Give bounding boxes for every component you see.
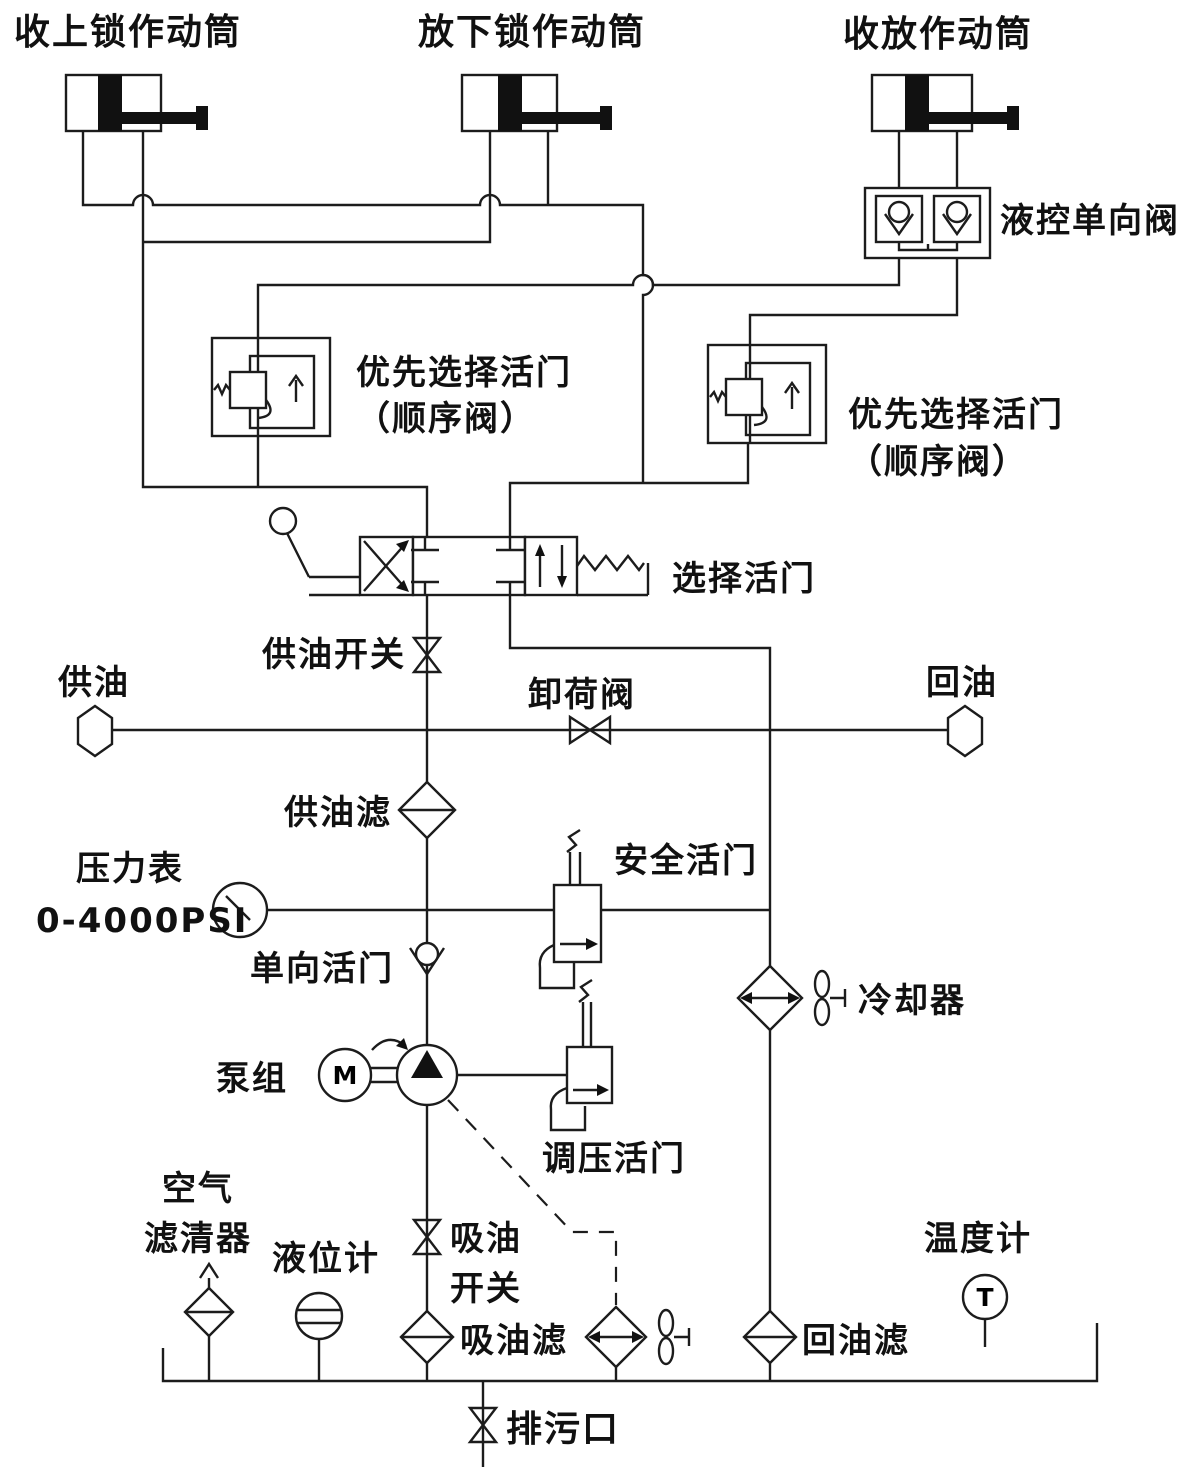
retract-cylinder [870, 73, 1019, 133]
pipes [81, 131, 1099, 1467]
return-port-icon [946, 704, 984, 758]
label-pump-group: 泵组 [216, 1059, 288, 1099]
level-gauge [294, 1291, 344, 1341]
selector-valve [268, 506, 650, 597]
label-priority-left-1: 优先选择活门 [356, 353, 572, 393]
label-return-filter: 回油滤 [802, 1321, 910, 1361]
label-suction-switch-2: 开关 [450, 1269, 522, 1309]
pressure-gauge [211, 881, 269, 939]
label-priority-right-1: 优先选择活门 [848, 395, 1064, 435]
label-thermometer: 温度计 [924, 1219, 1032, 1259]
regulator-valve [549, 978, 614, 1132]
label-supply-switch: 供油开关 [261, 635, 406, 675]
down-lock-cylinder [460, 73, 612, 133]
drain-valve [467, 1406, 499, 1444]
thermometer: T [961, 1273, 1009, 1321]
cooler [736, 964, 847, 1032]
priority-valve-right [706, 343, 828, 445]
label-regulator-valve: 调压活门 [542, 1139, 686, 1179]
label-air-filter-2: 滤清器 [144, 1219, 252, 1259]
label-selector-valve: 选择活门 [672, 559, 816, 599]
label-down-lock-actuator: 放下锁作动筒 [418, 12, 646, 53]
label-suction-switch-1: 吸油 [450, 1219, 522, 1259]
motor-letter: M [333, 1061, 358, 1090]
suction-switch-valve [411, 1218, 443, 1256]
label-safety-valve: 安全活门 [614, 841, 758, 881]
air-filter [183, 1261, 235, 1338]
label-suction-filter: 吸油滤 [460, 1321, 568, 1361]
supply-port-icon [76, 704, 114, 758]
bypass-cooler [584, 1305, 691, 1369]
label-supply-port: 供油 [57, 663, 130, 703]
priority-valve-left [210, 336, 332, 438]
label-unloading-valve: 卸荷阀 [528, 675, 636, 715]
thermometer-letter: T [976, 1283, 993, 1312]
label-gauge-range: 0-4000PSI [36, 901, 248, 941]
unloading-valve [568, 714, 612, 746]
supply-filter [397, 780, 457, 840]
pilot-check-valve [863, 186, 992, 260]
label-cooler: 冷却器 [858, 981, 966, 1021]
check-valve [408, 941, 446, 977]
label-pilot-check-valve: 液控单向阀 [1000, 201, 1180, 241]
label-priority-left-2: （顺序阀） [356, 399, 536, 439]
label-up-lock-actuator: 收上锁作动筒 [14, 12, 242, 53]
label-check-valve: 单向活门 [250, 949, 394, 989]
label-return-port: 回油 [926, 663, 998, 703]
label-supply-filter: 供油滤 [283, 793, 392, 833]
pump-group: M [317, 1038, 459, 1107]
suction-filter [399, 1309, 455, 1365]
label-priority-right-2: （顺序阀） [848, 442, 1028, 482]
label-drain-port: 排污口 [506, 1409, 620, 1450]
label-gauge-name: 压力表 [76, 849, 184, 889]
motor-icon [317, 1047, 373, 1103]
pilot-drain-line [447, 1099, 618, 1305]
label-air-filter-1: 空气 [162, 1169, 234, 1209]
label-level-gauge: 液位计 [272, 1239, 380, 1279]
supply-switch-valve [411, 636, 443, 674]
return-filter [742, 1309, 798, 1365]
lever-knob-icon [268, 506, 298, 536]
label-retract-actuator: 收放作动筒 [843, 14, 1033, 55]
up-lock-cylinder [64, 73, 208, 133]
safety-valve [538, 828, 603, 990]
